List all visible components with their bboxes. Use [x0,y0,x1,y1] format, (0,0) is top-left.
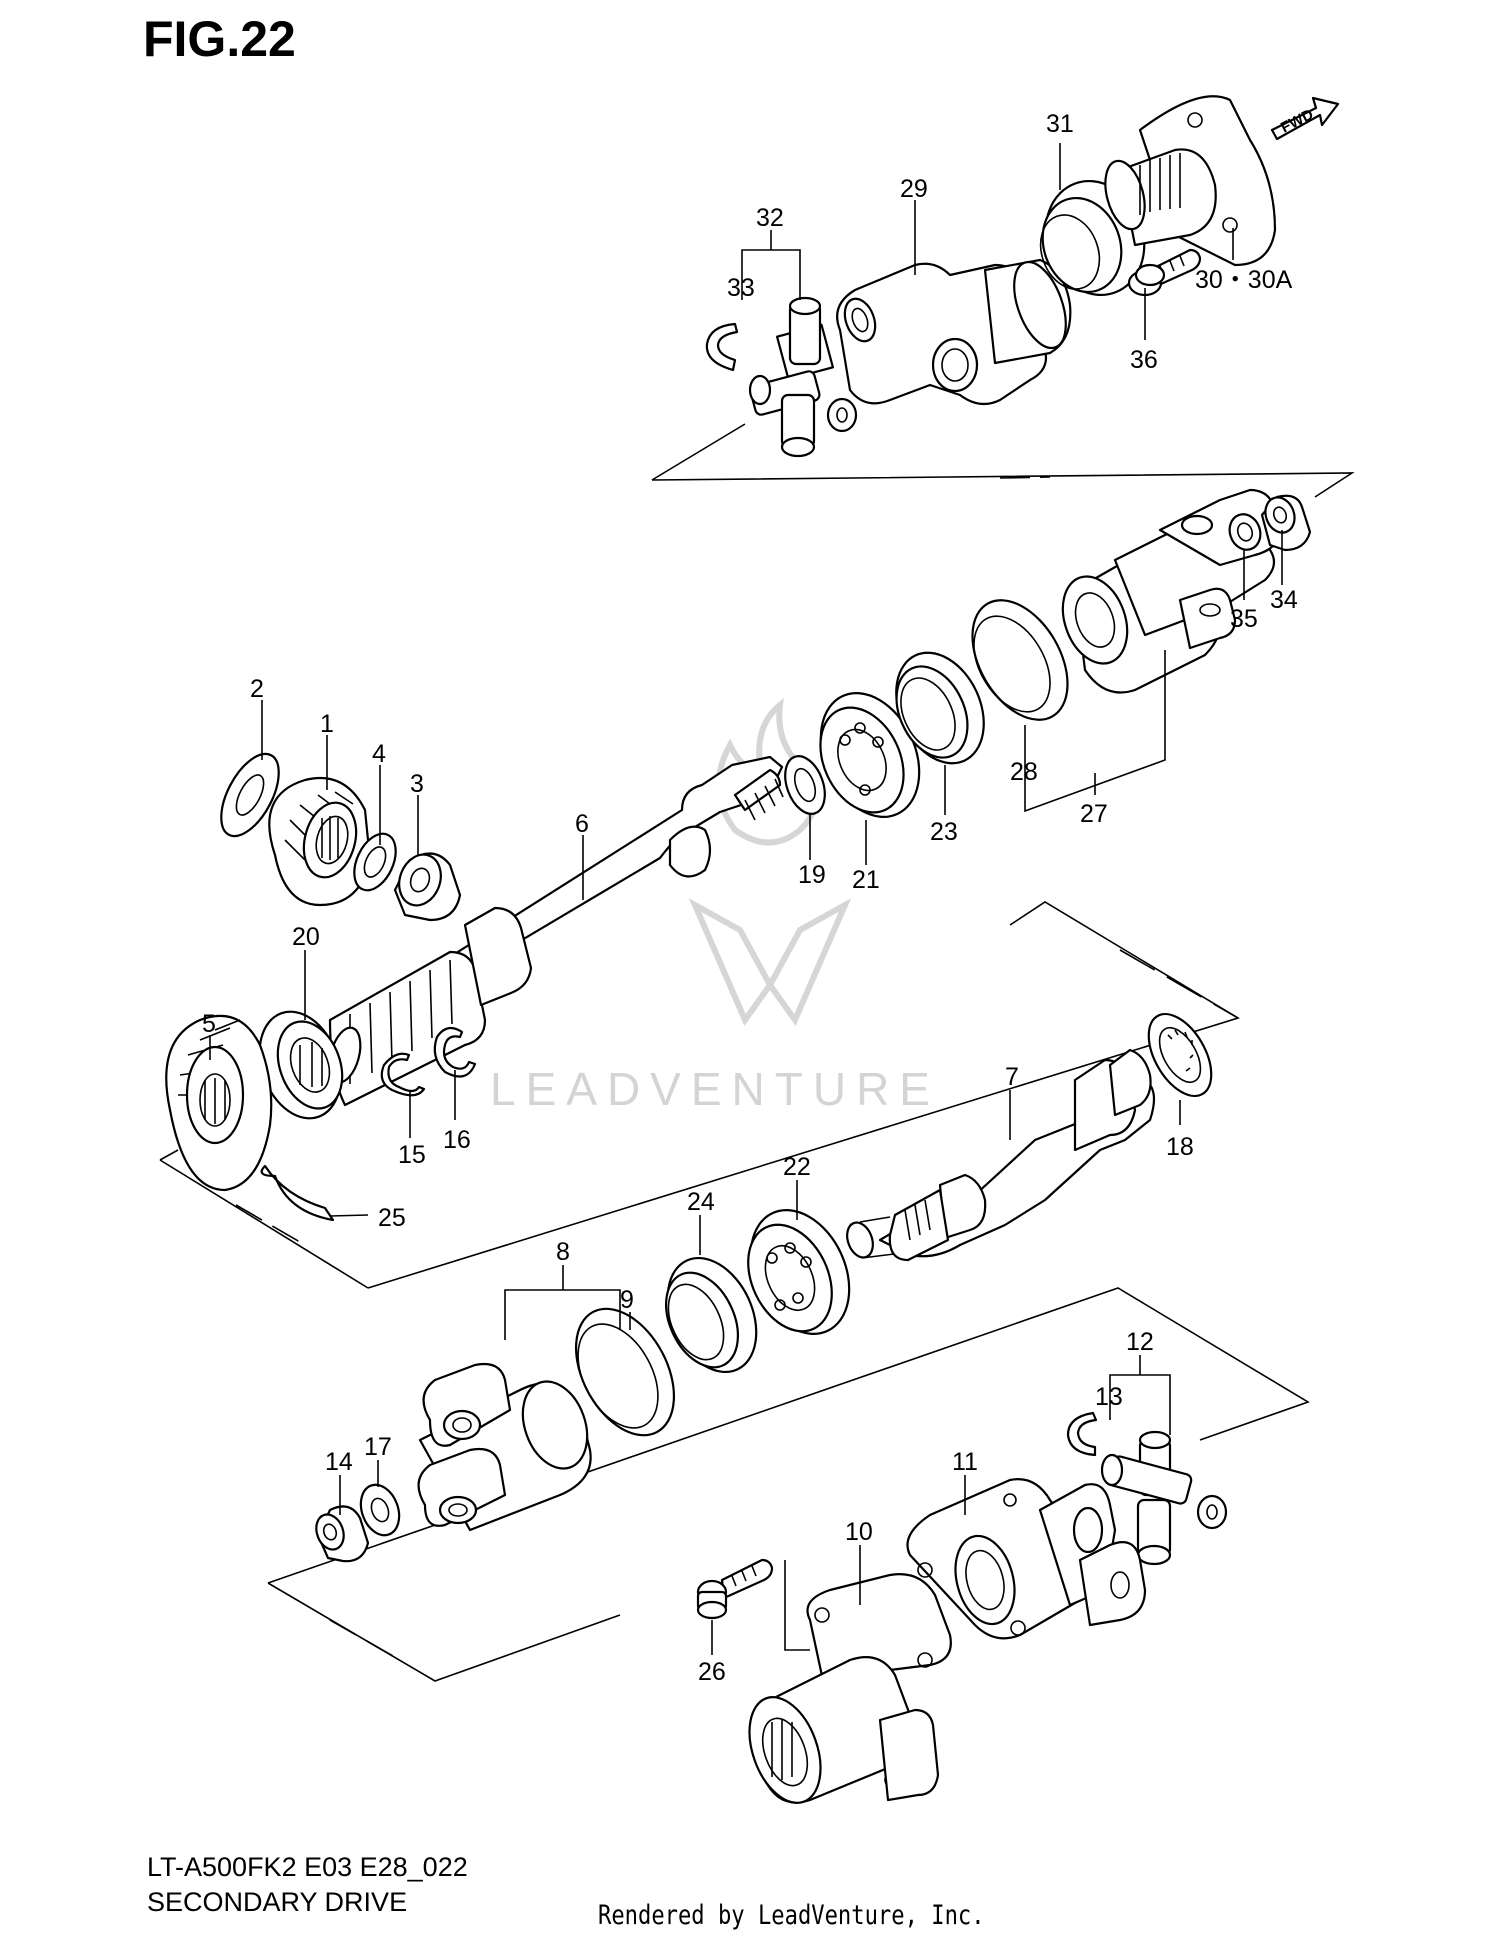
callout-labels: 2 1 4 3 6 20 5 25 15 16 19 21 23 28 27 3… [202,110,1298,1686]
callout-27: 27 [1080,800,1108,828]
callout-32: 32 [756,204,784,232]
oil-seal-23 [895,651,985,765]
callout-2: 2 [250,675,264,703]
callout-10: 10 [845,1518,873,1546]
callout-26: 26 [698,1658,726,1686]
callout-34: 34 [1270,586,1298,614]
callout-17: 17 [364,1433,392,1461]
callout-14: 14 [325,1448,353,1476]
yoke-8 [417,1362,592,1532]
callout-5: 5 [202,1010,216,1038]
callout-25: 25 [378,1204,406,1232]
washer-2 [220,752,280,838]
callout-23: 23 [930,818,958,846]
washer-4 [353,832,397,892]
universal-joint-12 [1100,1430,1228,1566]
callout-22: 22 [783,1153,811,1181]
render-credit: Rendered by LeadVenture, Inc. [598,1900,985,1931]
circlip-16 [433,1026,477,1078]
bolt-26 [696,1558,774,1620]
leader-lines [209,143,1283,1655]
washer-19 [784,755,826,815]
callout-7: 7 [1005,1063,1019,1091]
callout-8: 8 [556,1238,570,1266]
output-housing-10 [748,1573,952,1804]
callout-16: 16 [443,1126,471,1154]
callout-33: 33 [727,274,755,302]
bearing-20 [258,1010,344,1120]
nut-34 [1260,494,1312,552]
callout-4: 4 [372,740,386,768]
callout-36: 36 [1130,346,1158,374]
section-frame-middle [159,901,1240,1289]
watermark-logo: LEADVENTURE [490,698,940,1115]
washer-35 [1228,513,1262,551]
callout-1: 1 [320,710,334,738]
figure-title: FIG.22 [143,11,296,67]
model-code: LT-A500FK2 E03 E28_022 [147,1852,468,1882]
spline-washer-18 [1147,1012,1213,1098]
watermark-text: LEADVENTURE [490,1063,940,1115]
callout-12: 12 [1126,1328,1154,1356]
callout-29: 29 [900,175,928,203]
callout-18: 18 [1166,1133,1194,1161]
callout-15: 15 [398,1141,426,1169]
snap-ring-25 [260,1164,335,1222]
washer-17 [359,1483,401,1537]
callout-28: 28 [1010,758,1038,786]
section-name: SECONDARY DRIVE [147,1887,408,1917]
callout-24: 24 [687,1188,715,1216]
universal-joint-32 [748,296,858,458]
callout-9: 9 [620,1286,634,1314]
yoke-29 [836,258,1072,406]
callout-35: 35 [1230,605,1258,633]
callout-19: 19 [798,861,826,889]
callout-3: 3 [410,770,424,798]
section-frame-bottom [267,1287,1310,1682]
bearing-22 [747,1208,851,1336]
section-frame-top [651,423,1355,498]
circlip-15 [380,1052,426,1097]
boot-9 [574,1307,676,1437]
callout-6: 6 [575,810,589,838]
callout-21: 21 [852,866,880,894]
output-flange-30 [1104,95,1277,267]
bevel-gear-1 [268,776,372,907]
callout-31: 31 [1046,110,1074,138]
oil-seal-24 [665,1256,758,1374]
flange-yoke-11 [906,1478,1147,1640]
drive-shaft-7 [846,1048,1156,1262]
bearing-21 [819,691,921,819]
drive-shaft-6 [328,755,784,1107]
nut-3 [393,852,462,922]
callout-30: 30・30A [1195,266,1293,294]
callout-20: 20 [292,923,320,951]
fwd-arrow-icon: FWD [1270,96,1340,141]
fwd-label: FWD [1278,106,1316,137]
boot-28 [971,599,1069,721]
callout-13: 13 [1095,1383,1123,1411]
circlip-13 [1066,1411,1098,1457]
bevel-gear-5 [165,1014,273,1192]
callout-11: 11 [952,1448,978,1476]
circlip-33 [705,322,739,372]
